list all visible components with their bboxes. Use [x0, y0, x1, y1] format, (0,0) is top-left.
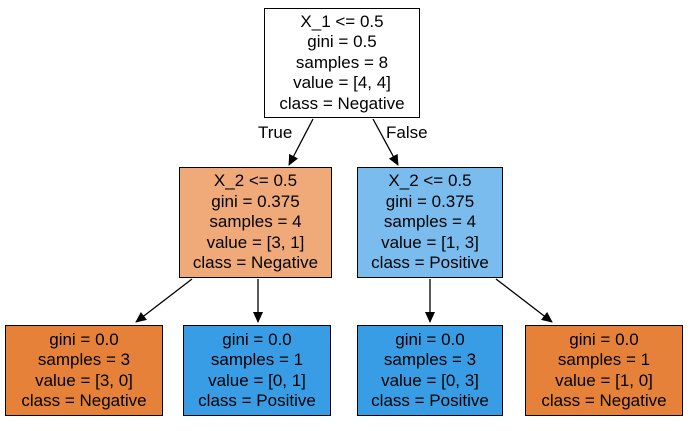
node-samples: samples = 4	[209, 212, 302, 232]
node-value: value = [0, 1]	[208, 370, 306, 390]
node-class: class = Negative	[541, 391, 667, 410]
tree-node-root: X_1 <= 0.5 gini = 0.5 samples = 8 value …	[264, 8, 420, 118]
node-split-condition: X_2 <= 0.5	[213, 171, 298, 191]
node-class: class = Negative	[279, 93, 405, 113]
node-samples: samples = 4	[383, 212, 477, 232]
node-gini: gini = 0.0	[395, 329, 465, 349]
tree-node-left: X_2 <= 0.5 gini = 0.375 samples = 4 valu…	[179, 167, 332, 278]
node-gini: gini = 0.0	[569, 329, 639, 349]
node-gini: gini = 0.375	[385, 191, 475, 211]
node-class: class = Negative	[21, 391, 147, 410]
node-value: value = [4, 4]	[293, 73, 391, 93]
edge-root-left	[288, 118, 314, 166]
node-class: class = Positive	[198, 391, 316, 410]
node-samples: samples = 1	[210, 350, 304, 369]
node-split-condition: X_2 <= 0.5	[388, 171, 472, 191]
node-class: class = Negative	[192, 253, 319, 273]
tree-leaf-ll: gini = 0.0 samples = 3 value = [3, 0] cl…	[5, 325, 163, 416]
edge-right-leaf-rr	[495, 278, 553, 323]
node-class: class = Positive	[371, 253, 489, 273]
node-gini: gini = 0.0	[49, 329, 119, 349]
tree-leaf-rl: gini = 0.0 samples = 3 value = [0, 3] cl…	[357, 325, 503, 416]
node-value: value = [1, 3]	[381, 232, 479, 252]
node-value: value = [3, 1]	[206, 232, 305, 252]
node-value: value = [3, 0]	[35, 370, 133, 390]
node-value: value = [1, 0]	[555, 370, 653, 390]
tree-leaf-lr: gini = 0.0 samples = 1 value = [0, 1] cl…	[183, 325, 331, 416]
node-split-condition: X_1 <= 0.5	[300, 11, 384, 31]
tree-node-right: X_2 <= 0.5 gini = 0.375 samples = 4 valu…	[357, 167, 503, 278]
node-gini: gini = 0.0	[222, 329, 292, 349]
node-samples: samples = 1	[557, 350, 651, 369]
edge-label-false: False	[386, 123, 428, 142]
node-samples: samples = 8	[295, 52, 389, 72]
tree-leaf-rr: gini = 0.0 samples = 1 value = [1, 0] cl…	[525, 325, 683, 416]
node-gini: gini = 0.5	[307, 32, 377, 52]
edge-left-leaf-ll	[135, 278, 193, 323]
node-samples: samples = 3	[37, 350, 131, 369]
node-samples: samples = 3	[383, 350, 477, 369]
edge-label-true: True	[258, 123, 293, 142]
edge-root-right	[372, 118, 399, 166]
node-value: value = [0, 3]	[381, 370, 479, 390]
node-gini: gini = 0.375	[211, 191, 300, 211]
node-class: class = Positive	[371, 391, 489, 410]
